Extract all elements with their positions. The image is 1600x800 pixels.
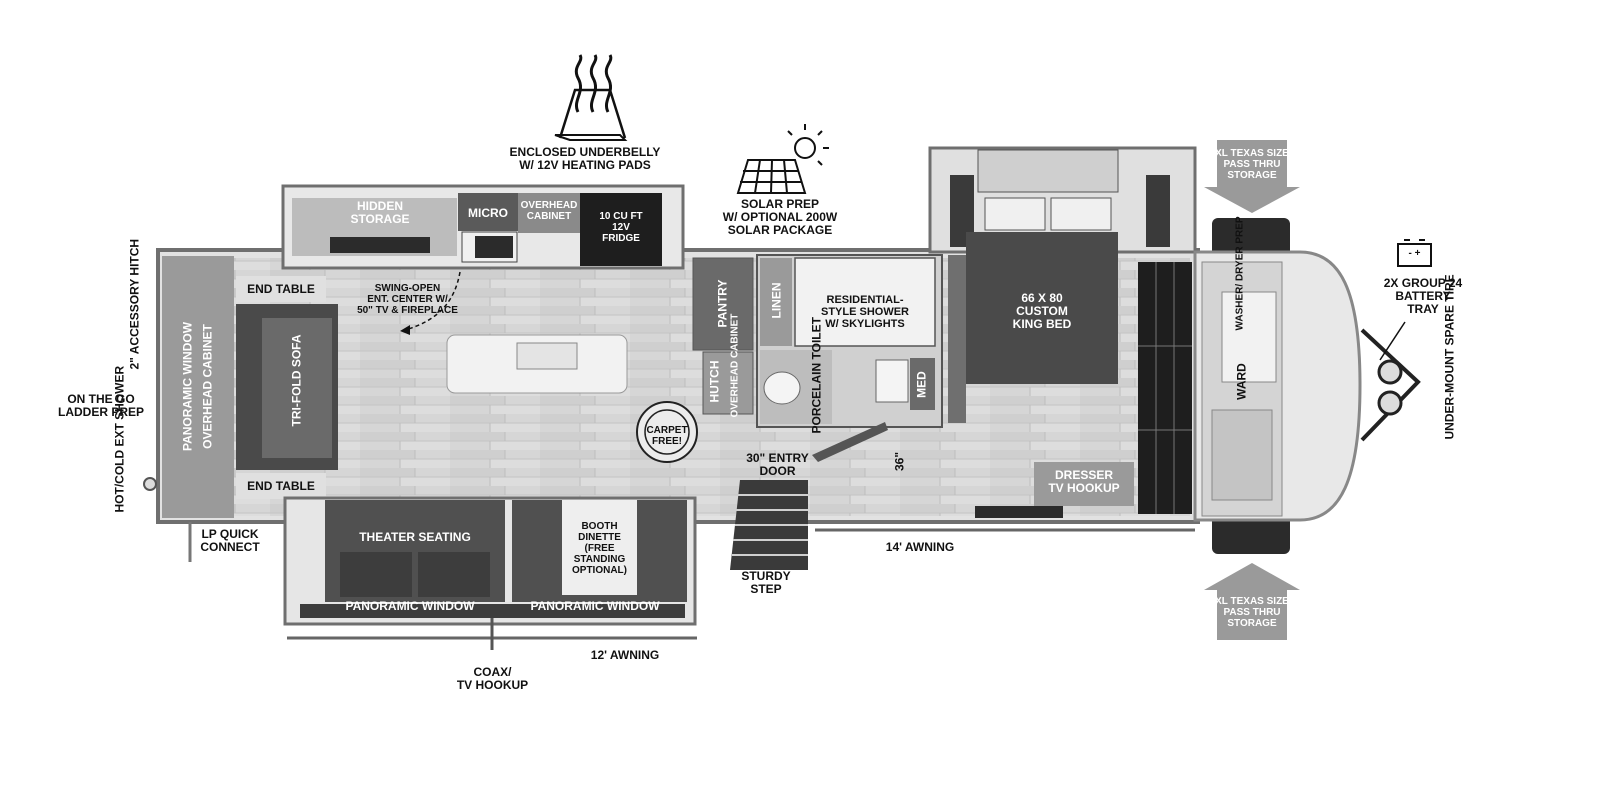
label-med: MED <box>914 371 929 398</box>
label-tri-fold-sofa: TRI-FOLD SOFA <box>289 334 304 427</box>
label-accessory-hitch: 2" ACCESSORY HITCH <box>127 238 142 370</box>
label-coax: COAX/ TV HOOKUP <box>456 665 529 692</box>
dinette-table <box>562 500 637 595</box>
storage-arrow-down <box>1204 140 1300 213</box>
linen-closet <box>760 258 792 346</box>
label-fridge: 10 CU FT 12V FRIDGE <box>599 211 643 244</box>
pantry-block <box>692 257 754 351</box>
front-wall-cabinet <box>162 256 234 518</box>
fridge-block <box>580 193 662 266</box>
island-sink <box>516 342 578 370</box>
label-booth-dinette: BOOTH DINETTE (FREE STANDING OPTIONAL) <box>572 521 627 576</box>
label-sturdy-step: STURDY STEP <box>741 569 791 596</box>
label-toilet: PORCELAIN TOILET <box>809 317 824 434</box>
label-dim-36: 36" <box>892 451 907 472</box>
pillow-right <box>1050 197 1112 231</box>
label-end-table-top: END TABLE <box>247 282 315 296</box>
end-table-top <box>236 276 326 302</box>
label-panoramic-window-left: PANORAMIC WINDOW <box>180 321 195 452</box>
label-ward: WARD <box>1234 363 1249 400</box>
step-treads <box>732 494 808 556</box>
label-entry-door: 30" ENTRY DOOR <box>746 451 809 478</box>
bath-divider <box>948 255 966 423</box>
label-hidden-storage: HIDDEN STORAGE <box>350 199 410 226</box>
label-panoramic-window-bottom-1: PANORAMIC WINDOW <box>345 599 475 613</box>
cooktop <box>330 237 430 253</box>
storage-arrow-up <box>1204 563 1300 640</box>
label-spare-tire: UNDER-MOUNT SPARE TIRE <box>1442 274 1457 440</box>
label-ladder-prep: ON THE GO LADDER PREP <box>57 392 144 419</box>
sofa-seat <box>262 318 332 458</box>
solar-panel-icon <box>736 124 829 194</box>
dresser <box>1034 462 1134 506</box>
toilet-bowl <box>763 371 801 405</box>
label-theater-seating: THEATER SEATING <box>359 530 471 544</box>
theater-seat-left <box>340 552 412 597</box>
label-panoramic-window-bottom-2: PANORAMIC WINDOW <box>530 599 660 613</box>
swing-arrow <box>404 271 461 331</box>
washer-dryer-unit <box>1221 291 1277 383</box>
bedroom-floor-window <box>975 506 1063 518</box>
end-table-bottom <box>236 473 326 499</box>
label-battery-symbol: - + <box>1408 248 1421 259</box>
bedroom-window-right <box>1146 175 1170 247</box>
label-washer-dryer: WASHER/ DRYER PREP <box>1234 216 1246 331</box>
swing-arrow-head <box>400 325 410 335</box>
battery-icon <box>1397 243 1432 267</box>
microwave-block <box>458 193 518 231</box>
ward-shelves <box>1211 409 1273 501</box>
hutch-block <box>702 351 754 415</box>
overhead-cabinet-block <box>518 193 580 233</box>
label-battery-tray: 2X GROUP 24 BATTERY TRAY <box>1383 276 1463 316</box>
label-awning-14: 14' AWNING <box>885 540 955 554</box>
label-micro: MICRO <box>468 206 508 220</box>
wardrobe-slat-lines <box>1138 262 1192 514</box>
label-overhead-cabinet-top: OVERHEAD CABINET <box>520 200 578 222</box>
label-dresser: DRESSER TV HOOKUP <box>1048 468 1120 495</box>
panoramic-window-bottom <box>300 604 685 618</box>
king-bed <box>966 232 1118 384</box>
label-solar-prep: SOLAR PREP W/ OPTIONAL 200W SOLAR PACKAG… <box>722 197 838 237</box>
theater-seat-right <box>418 552 490 597</box>
label-shower: RESIDENTIAL- STYLE SHOWER W/ SKYLIGHTS <box>820 294 909 330</box>
label-end-table-bottom: END TABLE <box>247 479 315 493</box>
label-pantry: PANTRY <box>715 279 730 328</box>
ext-shower-fitting <box>143 477 157 491</box>
label-ext-shower: HOT/COLD EXT SHOWER <box>112 365 127 513</box>
battery-leader <box>1379 321 1406 361</box>
wardrobe-slats <box>1138 262 1192 514</box>
heating-pads-icon <box>554 54 628 141</box>
carpet-free-stamp <box>636 401 698 463</box>
label-awning-12: 12' AWNING <box>590 648 660 662</box>
label-overhead-cabinet-left: OVERHEAD CABINET <box>200 324 215 449</box>
label-storage-bottom: XL TEXAS SIZE PASS THRU STORAGE <box>1215 596 1289 629</box>
label-lp-quick-connect: LP QUICK CONNECT <box>200 527 260 554</box>
sink-basin <box>475 236 513 258</box>
headboard <box>977 149 1119 193</box>
label-storage-top: XL TEXAS SIZE PASS THRU STORAGE <box>1215 148 1289 181</box>
medicine-cabinet <box>910 358 935 410</box>
spare-tire-1 <box>1377 359 1403 385</box>
hitch-frame <box>1360 328 1421 442</box>
label-overhead-cabinet-mid: OVERHEAD CABINET <box>729 313 741 418</box>
label-king-bed: 66 X 80 CUSTOM KING BED <box>1012 291 1072 331</box>
spare-tire-2 <box>1377 390 1403 416</box>
label-hutch: HUTCH <box>707 360 722 403</box>
label-linen: LINEN <box>769 282 784 319</box>
label-enclosed-underbelly: ENCLOSED UNDERBELLY W/ 12V HEATING PADS <box>509 145 661 172</box>
pillow-left <box>984 197 1046 231</box>
label-swing-open: SWING-OPEN ENT. CENTER W/ 50" TV & FIREP… <box>357 283 458 316</box>
bath-sink <box>875 359 909 403</box>
bath-door <box>812 422 888 462</box>
label-carpet-free: CARPET FREE! <box>646 425 688 447</box>
shower-stall <box>794 257 936 347</box>
